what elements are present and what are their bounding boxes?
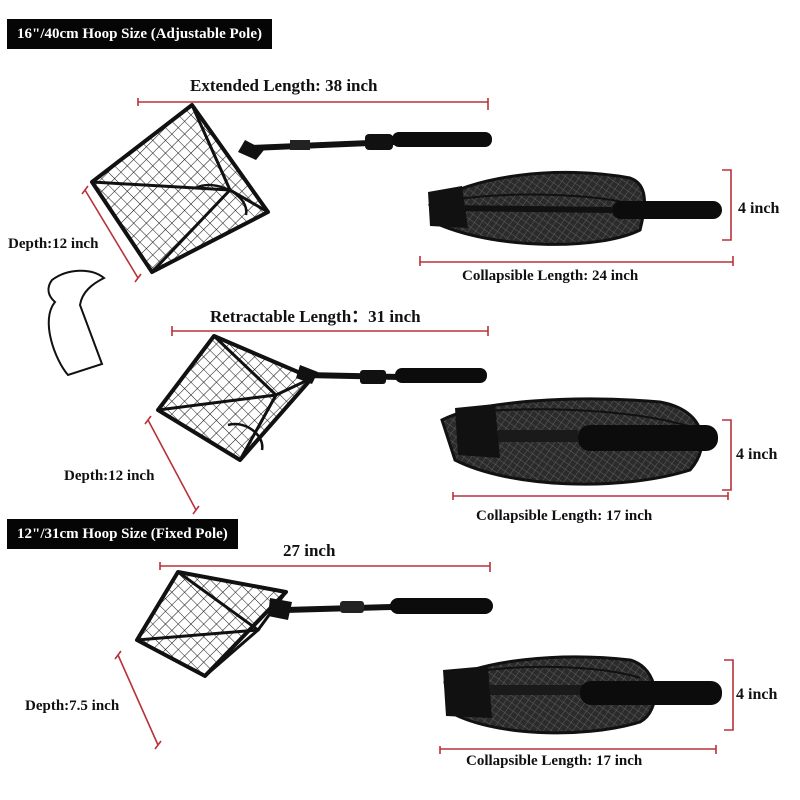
label-depth-c: Depth:7.5 inch	[25, 698, 120, 714]
dimension-lines	[81, 98, 734, 754]
collapsed-net-24	[428, 170, 722, 246]
dim-collapsed-c	[439, 745, 717, 754]
net-extended	[90, 103, 492, 274]
collapsed-net-17-b	[443, 655, 722, 735]
dim-depth-a	[81, 185, 142, 283]
dim-height-b	[722, 419, 732, 491]
dim-height-c	[724, 659, 734, 731]
dim-collapsed-b	[452, 492, 729, 500]
net-fixed	[135, 570, 493, 678]
dim-length-27	[159, 562, 491, 572]
label-depth-a: Depth:12 inch	[8, 236, 99, 252]
dim-collapsed-a	[419, 256, 734, 266]
dim-depth-c	[114, 650, 162, 750]
dim-height-a	[722, 169, 732, 241]
collapsed-net-17-a	[440, 397, 718, 486]
banner-large-hoop: 16"/40cm Hoop Size (Adjustable Pole)	[7, 19, 272, 49]
label-length-27: 27 inch	[283, 541, 336, 560]
label-extended-length: Extended Length: 38 inch	[190, 76, 378, 95]
dim-depth-b	[144, 415, 200, 515]
label-retracted-length: Retractable Length：31 inch	[210, 307, 421, 326]
banner-small-hoop: 12"/31cm Hoop Size (Fixed Pole)	[7, 519, 238, 549]
label-height-a: 4 inch	[738, 200, 780, 217]
label-depth-b: Depth:12 inch	[64, 468, 155, 484]
dim-retracted-length	[171, 326, 489, 336]
label-collapsed-a: Collapsible Length: 24 inch	[462, 268, 639, 284]
label-height-c: 4 inch	[736, 686, 778, 703]
curved-arrow-icon	[47, 269, 106, 377]
dim-extended-length	[137, 98, 489, 110]
label-collapsed-b: Collapsible Length: 17 inch	[476, 508, 653, 524]
net-retracted	[156, 334, 487, 462]
label-collapsed-c: Collapsible Length: 17 inch	[466, 753, 643, 769]
label-height-b: 4 inch	[736, 446, 778, 463]
